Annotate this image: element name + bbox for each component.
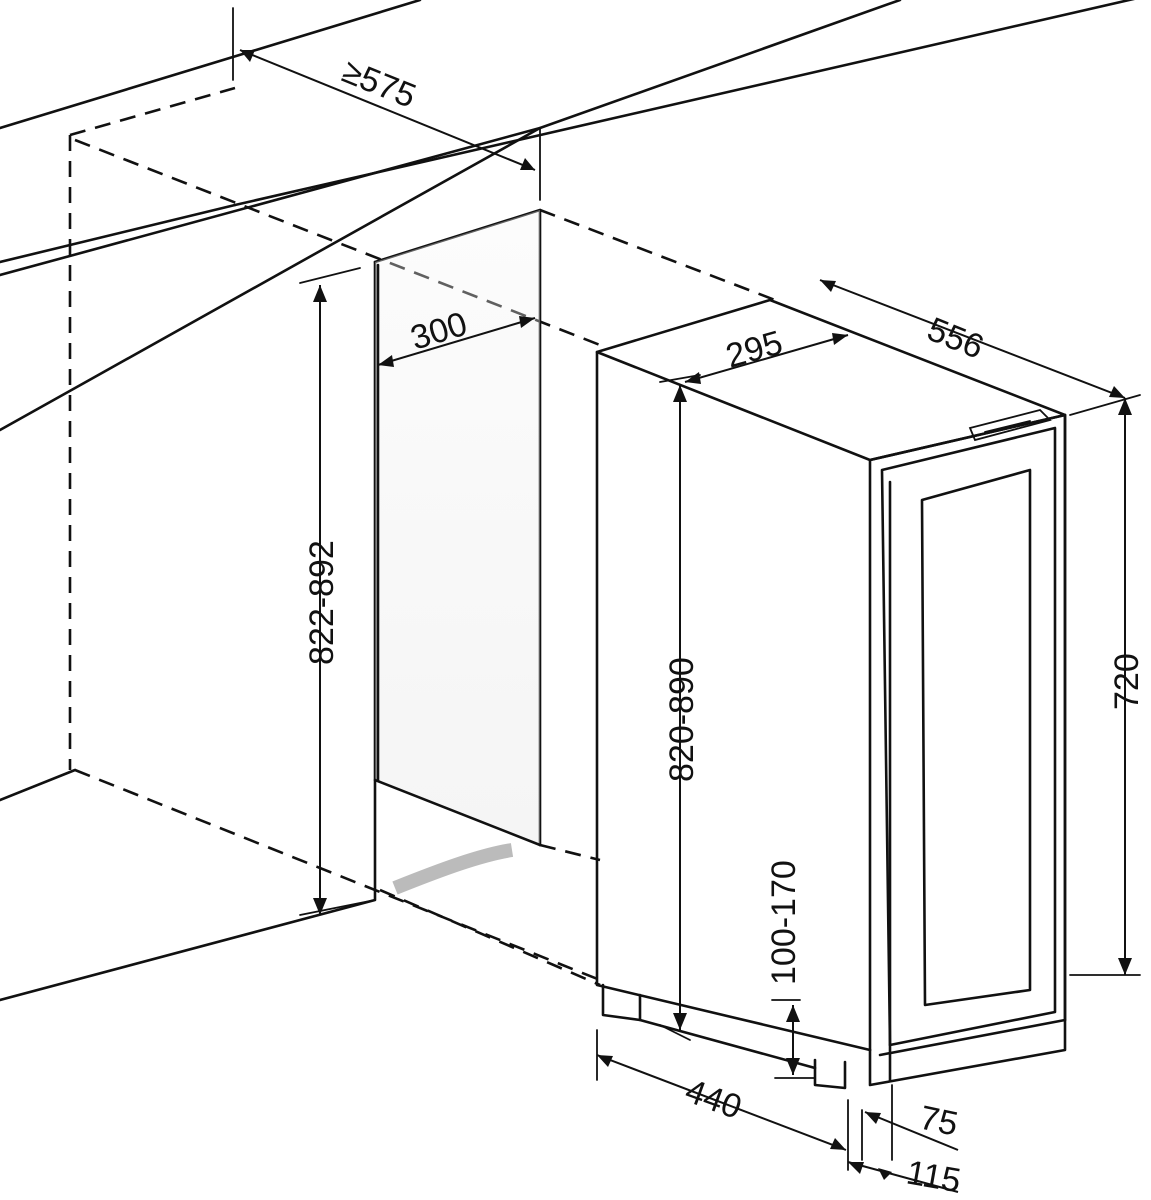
- wine-cooler-unit: [595, 298, 1067, 1090]
- label-niche-height: 822-892: [303, 540, 341, 665]
- label-base-depth: 440: [680, 1072, 746, 1127]
- label-unit-depth: 556: [922, 310, 989, 366]
- label-unit-width: 295: [722, 324, 787, 376]
- label-cabinet-height: 720: [1108, 653, 1146, 710]
- niche-opening: [373, 210, 542, 895]
- label-door-depth: 115: [904, 1153, 964, 1200]
- label-unit-height: 820-890: [663, 657, 701, 782]
- kitchen-cabinetry: [0, 0, 1136, 1002]
- label-door-offset: 75: [916, 1099, 961, 1144]
- label-plinth-height: 100-170: [765, 860, 803, 985]
- dimension-lines: [232, 7, 1141, 1193]
